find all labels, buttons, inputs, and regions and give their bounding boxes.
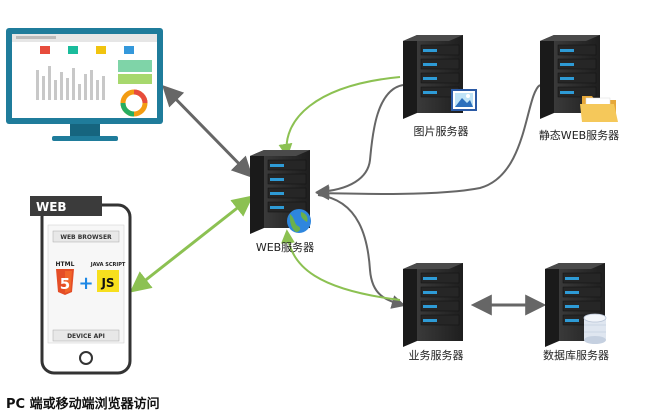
web-browser-label: WEB BROWSER bbox=[60, 234, 112, 241]
mobile-phone: WEB WEB BROWSER HTML 5 + JAVA SCRIPT JS … bbox=[30, 196, 132, 375]
database-server: 数据库服务器 bbox=[543, 262, 609, 362]
business-server: 业务服务器 bbox=[402, 262, 464, 362]
mobile-webserver-arrow bbox=[129, 195, 254, 293]
static-web-server: 静态WEB服务器 bbox=[539, 34, 619, 142]
pc-monitor bbox=[6, 28, 163, 141]
html5-icon: HTML 5 bbox=[56, 261, 75, 295]
web-tag: WEB bbox=[36, 200, 67, 214]
monitor-webserver-arrow bbox=[162, 84, 253, 179]
staticserver-to-webserver-gray bbox=[315, 84, 541, 201]
webserver-to-imageserver-green bbox=[278, 76, 401, 158]
html-version: 5 bbox=[60, 275, 70, 293]
image-server-label: 图片服务器 bbox=[414, 125, 469, 138]
database-server-label: 数据库服务器 bbox=[543, 348, 609, 362]
home-button bbox=[79, 351, 93, 365]
imageserver-to-webserver-gray bbox=[315, 84, 404, 199]
web-server: WEB服务器 bbox=[249, 149, 314, 254]
js-label: JAVA SCRIPT bbox=[90, 262, 126, 268]
picture-icon bbox=[451, 89, 477, 111]
business-server-label: 业务服务器 bbox=[409, 349, 464, 362]
web-server-label: WEB服务器 bbox=[256, 241, 314, 254]
plus-sign: + bbox=[78, 273, 93, 294]
image-server: 图片服务器 bbox=[402, 34, 477, 138]
database-icon bbox=[583, 313, 607, 344]
webserver-to-business-gray bbox=[317, 194, 406, 309]
device-api-label: DEVICE API bbox=[67, 333, 105, 340]
html-label: HTML bbox=[56, 261, 75, 268]
js-logo: JS bbox=[100, 276, 114, 290]
diagram-caption: PC 端或移动端浏览器访问 bbox=[6, 397, 160, 412]
javascript-icon: JAVA SCRIPT JS bbox=[90, 262, 126, 292]
connections bbox=[129, 76, 547, 316]
webserver-to-business-green bbox=[280, 229, 401, 301]
static-web-server-label: 静态WEB服务器 bbox=[539, 128, 619, 142]
folder-icon bbox=[580, 96, 618, 122]
